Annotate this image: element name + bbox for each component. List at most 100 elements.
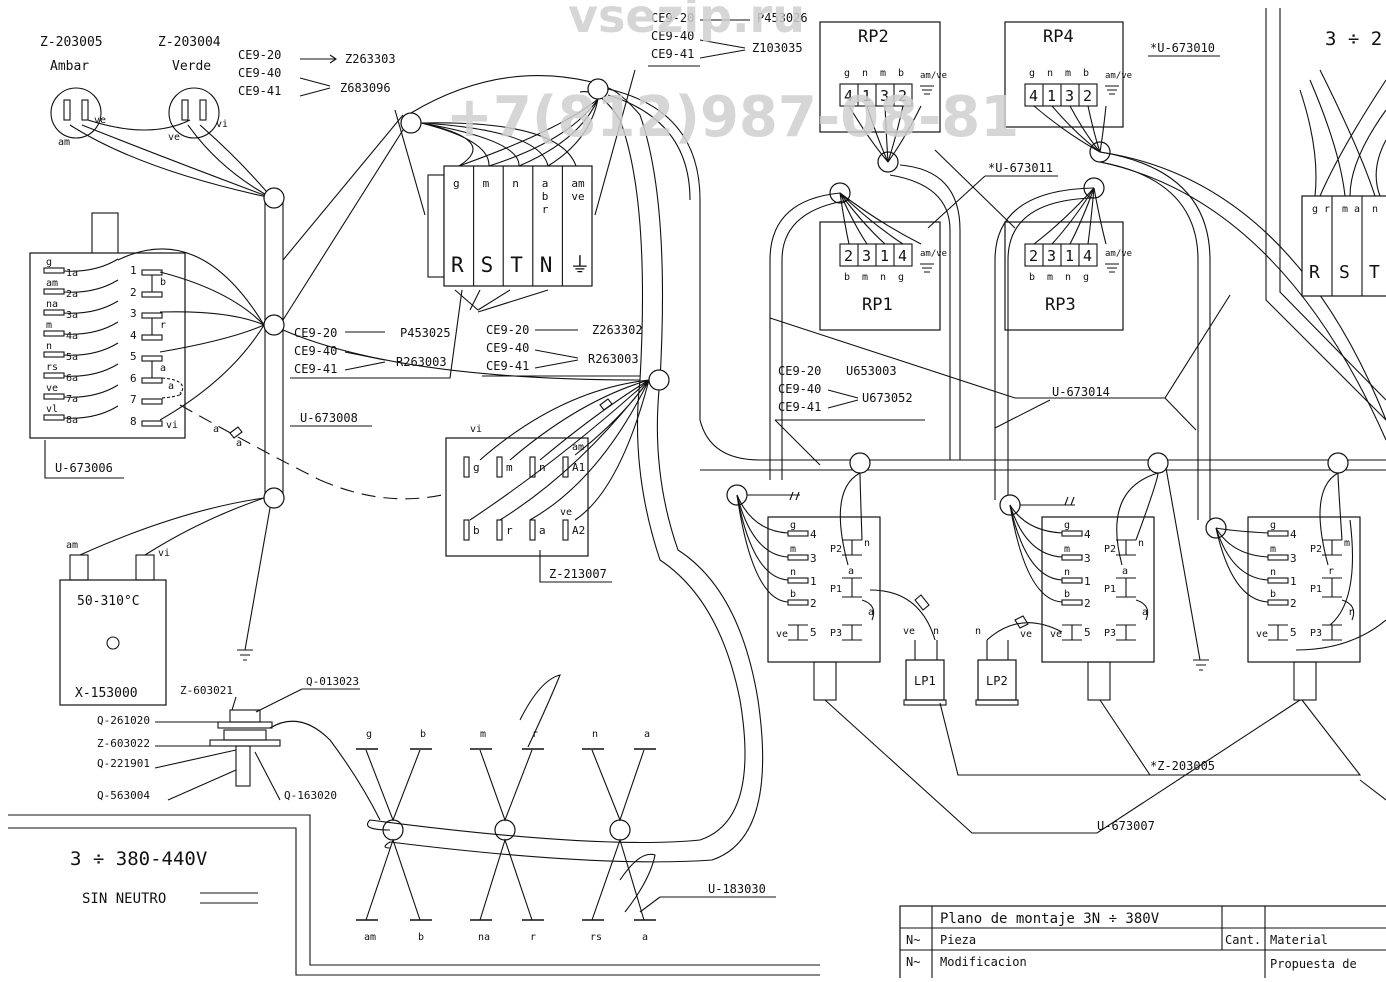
relay-terminal-label: m [1344, 538, 1350, 549]
ce-model-label: CE9-40 [294, 344, 337, 358]
contactor-code: Z-213007 [549, 567, 607, 581]
terminal-label: a [539, 524, 546, 537]
terminal-label: m [46, 320, 52, 331]
hardware-label: Q-261020 [97, 714, 150, 727]
terminal-label: a [160, 363, 166, 374]
cable-label: U-183030 [708, 882, 766, 896]
terminal-label: a [168, 381, 174, 392]
hardware-label: Z-603021 [180, 684, 233, 697]
heater-terminal-label: r [532, 729, 538, 740]
regulator-code: *U-673010 [1150, 41, 1215, 55]
number-label: N~ [906, 933, 920, 947]
ce-model-label: CE9-41 [651, 47, 694, 61]
terminal-label: r [506, 524, 513, 537]
pin-number: 3 [862, 247, 871, 265]
relay-terminal-label: a [868, 607, 874, 618]
pin-label: g [1083, 272, 1089, 283]
switch-terminal-label: m [1270, 544, 1276, 555]
title-text: Plano de montaje 3N ÷ 380V [940, 911, 1160, 927]
terminal-lug [43, 288, 65, 295]
terminal-label: vl [46, 404, 58, 415]
switch-terminal-label: m [790, 544, 796, 555]
ce-model-label: CE9-41 [778, 400, 821, 414]
hardware-label: Q-163020 [284, 789, 337, 802]
pin-label: m [1047, 272, 1053, 283]
terminal-label: m [506, 461, 513, 474]
relay-label: P3 [1310, 628, 1322, 639]
regulator-name: RP4 [1043, 27, 1074, 47]
terminal-lug [43, 330, 65, 337]
relay-label: P3 [830, 628, 842, 639]
switch-terminal-number: 3 [1084, 552, 1091, 565]
heater-terminal-label: b [418, 932, 424, 943]
ce-model-label: CE9-40 [778, 382, 821, 396]
relay-label: P3 [1104, 628, 1116, 639]
terminal-label: na [46, 299, 58, 310]
terminal-label: m [483, 177, 490, 190]
wire-label: ve [1020, 629, 1032, 640]
terminal-label: g [46, 257, 52, 268]
terminal-label: A1 [572, 461, 585, 474]
column-label: Material [1270, 933, 1328, 947]
terminal-label: n [1372, 204, 1378, 215]
pin-number: 3 [880, 87, 889, 105]
regulator-box [819, 21, 941, 133]
pin-label: am/ve [1105, 249, 1132, 259]
terminal-label: rs [46, 362, 58, 373]
column-label: Propuesta de [1270, 957, 1357, 971]
ce-model-label: CE9-41 [486, 359, 529, 373]
terminal-label: n [539, 461, 546, 474]
phase-label: S [481, 253, 494, 277]
thermostat-range: 50-310°C [77, 594, 140, 609]
part-number: P453025 [400, 326, 451, 340]
terminal-lug [43, 372, 65, 379]
heater-terminal-label: a [642, 932, 648, 943]
pin-label: am/ve [920, 249, 947, 259]
pin-number: 4 [898, 247, 907, 265]
terminal-number: 7 [130, 393, 137, 406]
pilot-lamp-2: LP2 n ve [975, 622, 1063, 706]
terminal-lug [43, 267, 65, 274]
switch-terminal-label: g [1270, 520, 1276, 531]
hardware-label: Q-221901 [97, 757, 150, 770]
pin-label: g [898, 272, 904, 283]
switch-terminal-number: 5 [1084, 626, 1091, 639]
pin-label: b [1029, 272, 1035, 283]
cable-label: U-673007 [1097, 819, 1155, 833]
terminal-number: 8 [130, 415, 137, 428]
hardware-label: Q-563004 [97, 789, 150, 802]
wire-label: am [58, 137, 70, 148]
cable-label: U-673008 [300, 411, 358, 425]
terminal-label: m a [1342, 204, 1360, 215]
junction [1147, 452, 1169, 474]
junction [494, 819, 516, 841]
part-number: Z103035 [752, 41, 803, 55]
terminal-label: n [512, 177, 519, 190]
terminal-lug [43, 414, 65, 421]
cable-label: U-673014 [1052, 385, 1110, 399]
terminal-lug [43, 351, 65, 358]
switch-terminal-number: 3 [810, 552, 817, 565]
ce-model-label: CE9-40 [238, 66, 281, 80]
regulator-box [1004, 221, 1124, 331]
terminal-label: S [1339, 262, 1350, 283]
heater-terminal-label: m [480, 729, 486, 740]
pilot-lamp-label: LP2 [986, 674, 1008, 688]
terminal-label: 2a [66, 289, 78, 300]
pin-label: m [862, 272, 868, 283]
hardware-stack: Z-603021 Q-013023 Q-261020 Z-603022 Q-22… [97, 675, 381, 821]
switch-terminal-number: 1 [1084, 575, 1091, 588]
switch-terminal-label: ve [1256, 629, 1268, 640]
ce-model-label: CE9-40 [651, 29, 694, 43]
ce-model-label: CE9-41 [238, 84, 281, 98]
ce-model-label: CE9-20 [651, 11, 694, 25]
pin-label: n [880, 272, 886, 283]
switch-terminal-number: 3 [1290, 552, 1297, 565]
